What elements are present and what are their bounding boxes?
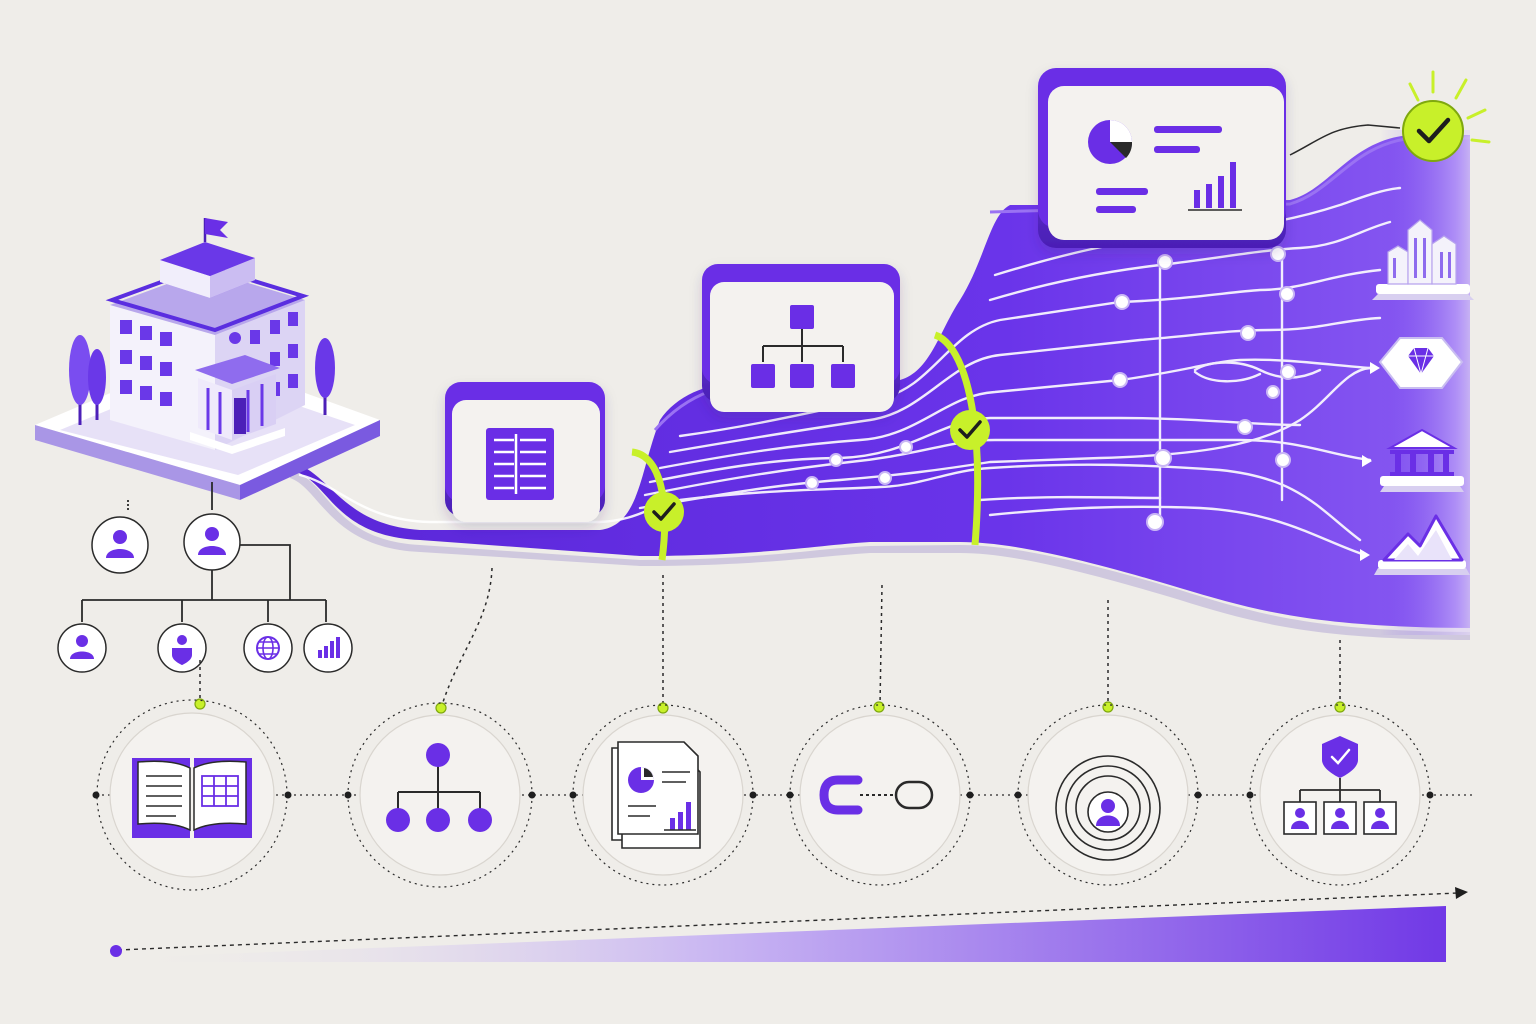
checkpoint-check-icon — [950, 410, 990, 450]
stage-link — [786, 704, 974, 886]
stage-open-book — [92, 699, 292, 891]
stage-connectors — [199, 567, 1341, 706]
open-book-icon — [132, 758, 252, 838]
connector-dots — [194, 698, 1346, 714]
hierarchy-icon — [386, 743, 492, 832]
org-node — [183, 513, 241, 571]
report-documents-icon — [611, 741, 701, 849]
stage-target — [1014, 704, 1202, 886]
target-person-icon — [1055, 755, 1161, 861]
table-document-icon — [486, 428, 554, 500]
shield-team-icon — [1283, 736, 1397, 835]
checkpoint-rings — [631, 331, 982, 561]
final-check-icon — [1289, 70, 1491, 162]
org-node — [91, 516, 149, 574]
org-node — [57, 623, 107, 673]
tree-icon — [69, 335, 335, 425]
institution-building — [35, 218, 380, 500]
flow-nodes — [805, 246, 1296, 531]
person-shield-icon — [157, 623, 207, 673]
city-buildings-icon — [1372, 219, 1474, 300]
stage-report — [569, 704, 757, 886]
mountain-icon — [1374, 514, 1470, 575]
stage-hierarchy — [344, 702, 536, 888]
flow-card-hierarchy — [702, 264, 900, 412]
globe-icon — [243, 623, 293, 673]
progress-wedge — [110, 887, 1468, 962]
dashboard-report-icon — [1088, 120, 1242, 213]
bank-icon — [1380, 428, 1464, 492]
flow-card-dashboard — [1038, 68, 1286, 248]
diamond-icon — [1378, 337, 1464, 389]
flow-arrowheads — [1360, 362, 1380, 561]
checkpoint-check-icon — [644, 492, 684, 532]
flow-lines — [298, 186, 1402, 557]
bar-chart-icon — [303, 623, 353, 673]
link-chain-icon — [819, 775, 934, 815]
outcome-tiles — [1372, 219, 1474, 575]
flow-card-table — [445, 382, 605, 522]
stage-governance-team — [1246, 704, 1434, 886]
hierarchy-icon — [751, 305, 855, 388]
origin-org-chart — [57, 482, 353, 673]
